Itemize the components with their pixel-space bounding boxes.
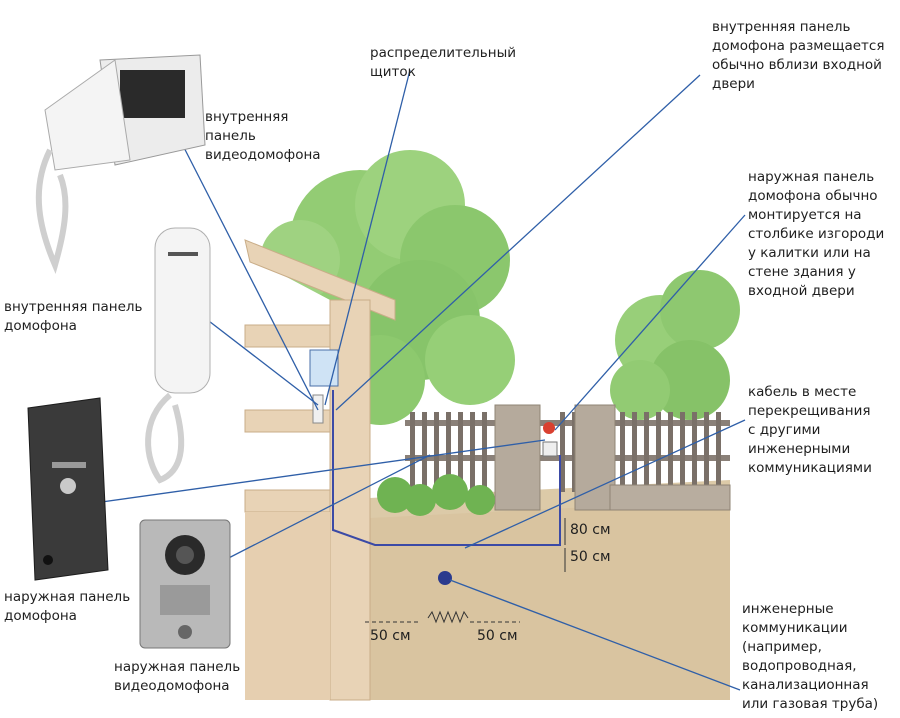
dimension-50cm-left: 50 см [370,628,411,644]
indoor-video-panel-device [35,54,206,274]
house-section [244,239,396,701]
dimension-80cm: 80 см [570,522,611,538]
ground-soil-shade [330,500,730,700]
label-utilities: инженерные коммуникации (например, водоп… [742,601,879,712]
label-indoor-panel: внутренняя панель домофона [4,299,143,334]
distribution-box [309,349,339,387]
fence [405,404,731,511]
dimension-markers [365,518,566,624]
outdoor-panel-device [27,397,109,581]
label-outdoor-panel-mounting: наружная панель домофона обычно монтируе… [748,169,885,299]
label-outdoor-video-panel: наружная панель видеодомофона [114,659,241,694]
label-outdoor-panel: наружная панель домофона [4,589,131,624]
dimension-50cm-right: 50 см [570,549,611,565]
indoor-handset-device [145,227,211,484]
bushes [377,474,495,516]
label-cable-crossing: кабель в месте перекрещивания с другими … [748,384,872,476]
label-distribution-board: распределительный щиток [370,45,517,80]
intercom-cable [332,390,561,546]
utility-pipe [438,571,452,585]
outdoor-video-panel-device [139,519,231,649]
label-indoor-panel-location: внутренняя панель домофона размещается о… [712,19,885,92]
leader-lines [79,69,746,691]
label-indoor-video-panel: внутренняя панель видеодомофона [205,109,321,163]
dimension-50cm-bottom: 50 см [477,628,518,644]
